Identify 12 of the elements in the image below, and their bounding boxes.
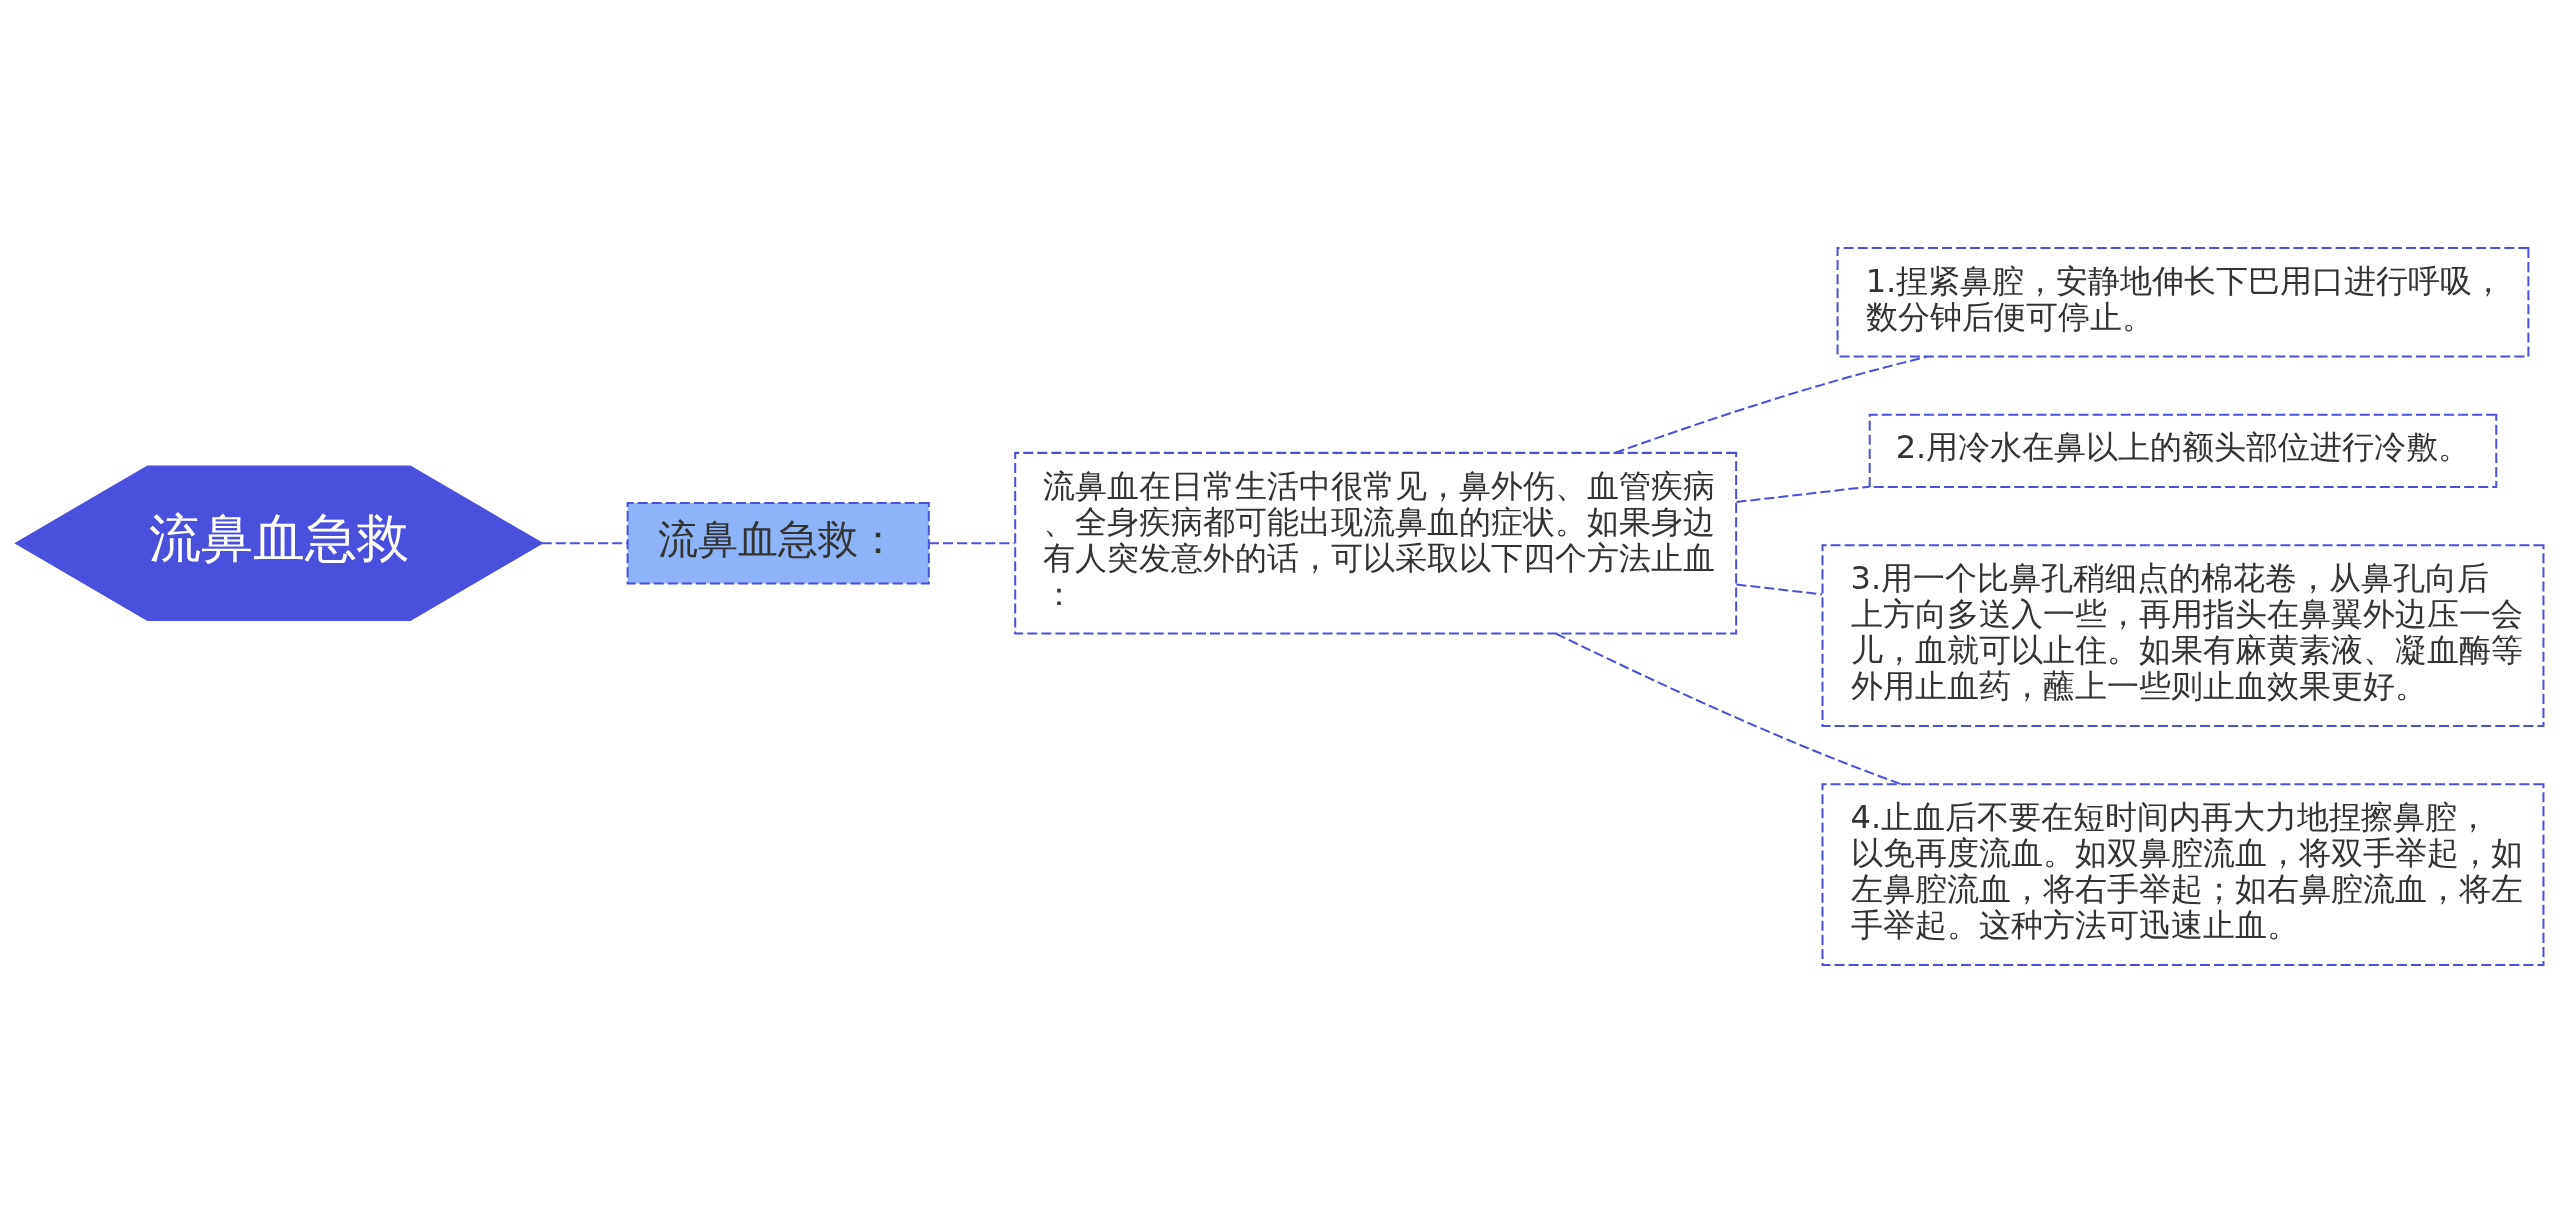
connector — [1736, 485, 1870, 503]
node-box: 流鼻血在日常生活中很常见，鼻外伤、血管疾病、全身疾病都可能出现流鼻血的症状。如果身边有人突发意外的话，可以采取以下四个方法止血： — [1014, 451, 1738, 635]
connector — [541, 541, 628, 544]
node-box: 2.用冷水在鼻以上的额头部位进行冷敷。 — [1868, 413, 2498, 488]
node-box: 流鼻血急救： — [626, 501, 930, 584]
connector — [1555, 632, 1902, 785]
node-box: 3.用一个比鼻孔稍细点的棉花卷，从鼻孔向后上方向多送入一些，再用指头在鼻翼外边压一会儿，血就可以止住。如果有麻黄素液、凝血酶等外用止血药，蘸上一些则止血效果更好。 — [1821, 543, 2545, 727]
connector — [929, 541, 1015, 544]
connector — [1736, 583, 1823, 595]
node-box: 4.止血后不要在短时间内再大力地捏擦鼻腔，以免再度流血。如双鼻腔流血，将双手举起，如左鼻腔流血，将右手举起；如右鼻腔流血，将左手举起。这种方法可迅速止血。 — [1821, 782, 2545, 966]
node-box: 1.捏紧鼻腔，安静地伸长下巴用口进行呼吸，数分钟后便可停止。 — [1836, 246, 2530, 357]
connector — [1614, 355, 1928, 454]
